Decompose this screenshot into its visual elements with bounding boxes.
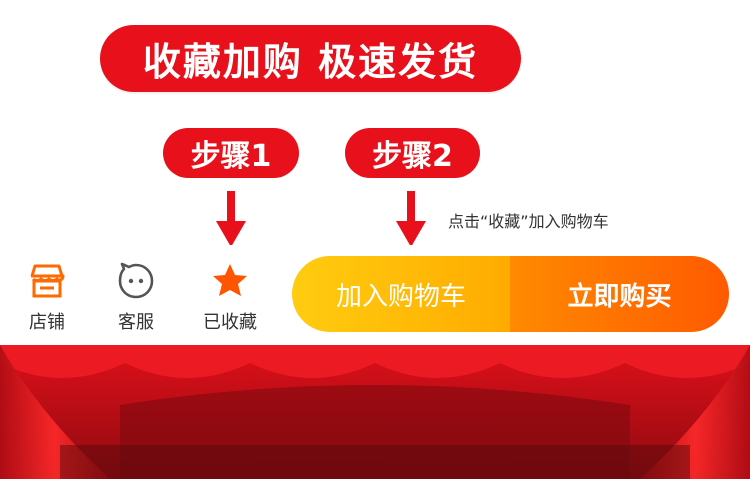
favorite-label: 已收藏 — [203, 312, 257, 333]
service-label: 客服 — [118, 312, 154, 333]
chat-face-icon — [118, 262, 154, 299]
service-nav-item[interactable]: 客服 — [106, 262, 166, 334]
step-2-badge: 步骤2 — [345, 128, 480, 178]
store-nav-item[interactable]: 店铺 — [17, 262, 77, 334]
stage-curtain-image — [0, 345, 750, 479]
store-label: 店铺 — [29, 312, 65, 333]
step-1-badge: 步骤1 — [163, 128, 299, 178]
instruction-text: 点击“收藏”加入购物车 — [448, 212, 609, 231]
purchase-button-group: 加入购物车 立即购买 — [292, 256, 729, 332]
store-icon — [30, 264, 65, 298]
favorite-nav-item[interactable]: 已收藏 — [200, 262, 260, 334]
add-to-cart-button[interactable]: 加入购物车 — [292, 256, 510, 332]
promo-banner: 收藏加购 极速发货 — [100, 25, 521, 92]
arrow-down-icon — [396, 191, 426, 247]
buy-now-button[interactable]: 立即购买 — [510, 256, 729, 332]
star-icon — [213, 264, 247, 296]
arrow-down-icon — [216, 191, 246, 247]
